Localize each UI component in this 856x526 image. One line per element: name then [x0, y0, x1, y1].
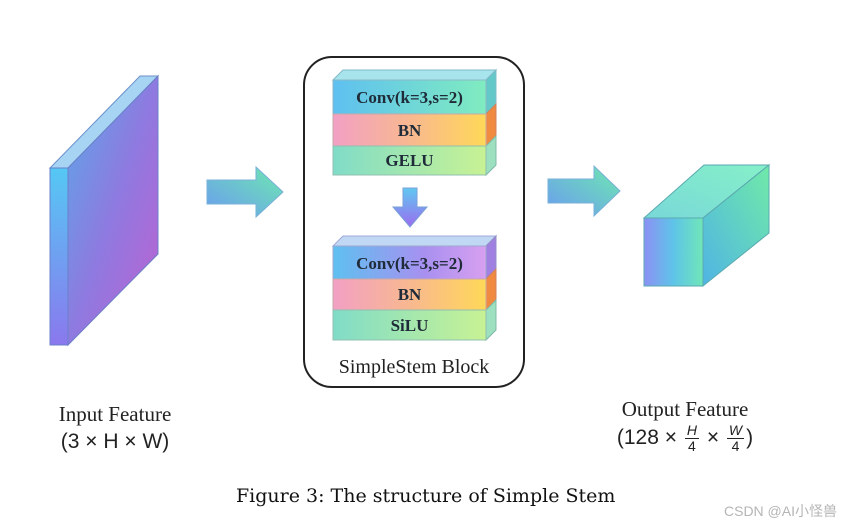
output-shape-prefix: (128 × [616, 426, 677, 450]
fraction-h-numerator: H [684, 422, 699, 439]
output-feature-shape: (128 × H 4 × W 4 ) [595, 423, 775, 454]
stage-2-act-label: SiLU [391, 316, 429, 335]
stage-2-stack: Conv(k=3,s=2) BN SiLU [331, 234, 498, 342]
fraction-w-numerator: W [726, 422, 745, 439]
input-feature-label: Input Feature (3 × H × W) [40, 400, 190, 456]
fraction-h-denominator: 4 [688, 438, 696, 454]
simplestem-block-frame [303, 56, 525, 388]
figure-caption: Figure 3: The structure of Simple Stem [236, 485, 616, 507]
stage-2-conv-layer [332, 245, 487, 280]
output-feature-cuboid [642, 163, 771, 288]
stage-1-act-label: GELU [385, 151, 433, 170]
arrow-block-to-output [547, 164, 621, 218]
fraction-w-over-4: W 4 [726, 422, 745, 454]
output-cuboid-front [643, 217, 704, 287]
stage-2-bn-label: BN [398, 285, 422, 304]
simplestem-block-title: SimpleStem Block [338, 356, 490, 378]
input-feature-slab [48, 74, 160, 347]
stage-1-stack: Conv(k=3,s=2) BN GELU [331, 68, 498, 177]
stage-2-conv-label: Conv(k=3,s=2) [356, 254, 463, 273]
stage-1-act-layer [332, 145, 487, 176]
stage-1-top-face [331, 69, 498, 81]
watermark: CSDN @AI小怪兽 [724, 503, 837, 519]
output-shape-times: × [706, 426, 720, 450]
stage-1-conv-label: Conv(k=3,s=2) [356, 88, 463, 107]
stage-2-act-layer [332, 309, 487, 341]
input-slab-side [49, 167, 69, 346]
stage-1-bn-label: BN [398, 121, 422, 140]
stage-2-top-face [331, 235, 498, 247]
output-feature-label: Output Feature (128 × H 4 × W 4 ) [595, 395, 775, 454]
arrow-input-to-block [206, 165, 284, 219]
stage-1-bn-layer [332, 113, 487, 147]
output-shape-suffix: ) [746, 426, 754, 450]
input-feature-shape: (3 × H × W) [60, 430, 170, 453]
output-feature-title: Output Feature [621, 397, 749, 421]
stage-2-bn-layer [332, 278, 487, 311]
stage-1-conv-layer [332, 79, 487, 115]
fraction-h-over-4: H 4 [684, 422, 699, 454]
input-feature-title: Input Feature [58, 402, 172, 426]
fraction-w-denominator: 4 [731, 438, 740, 454]
arrow-down-between-stages [391, 187, 429, 228]
